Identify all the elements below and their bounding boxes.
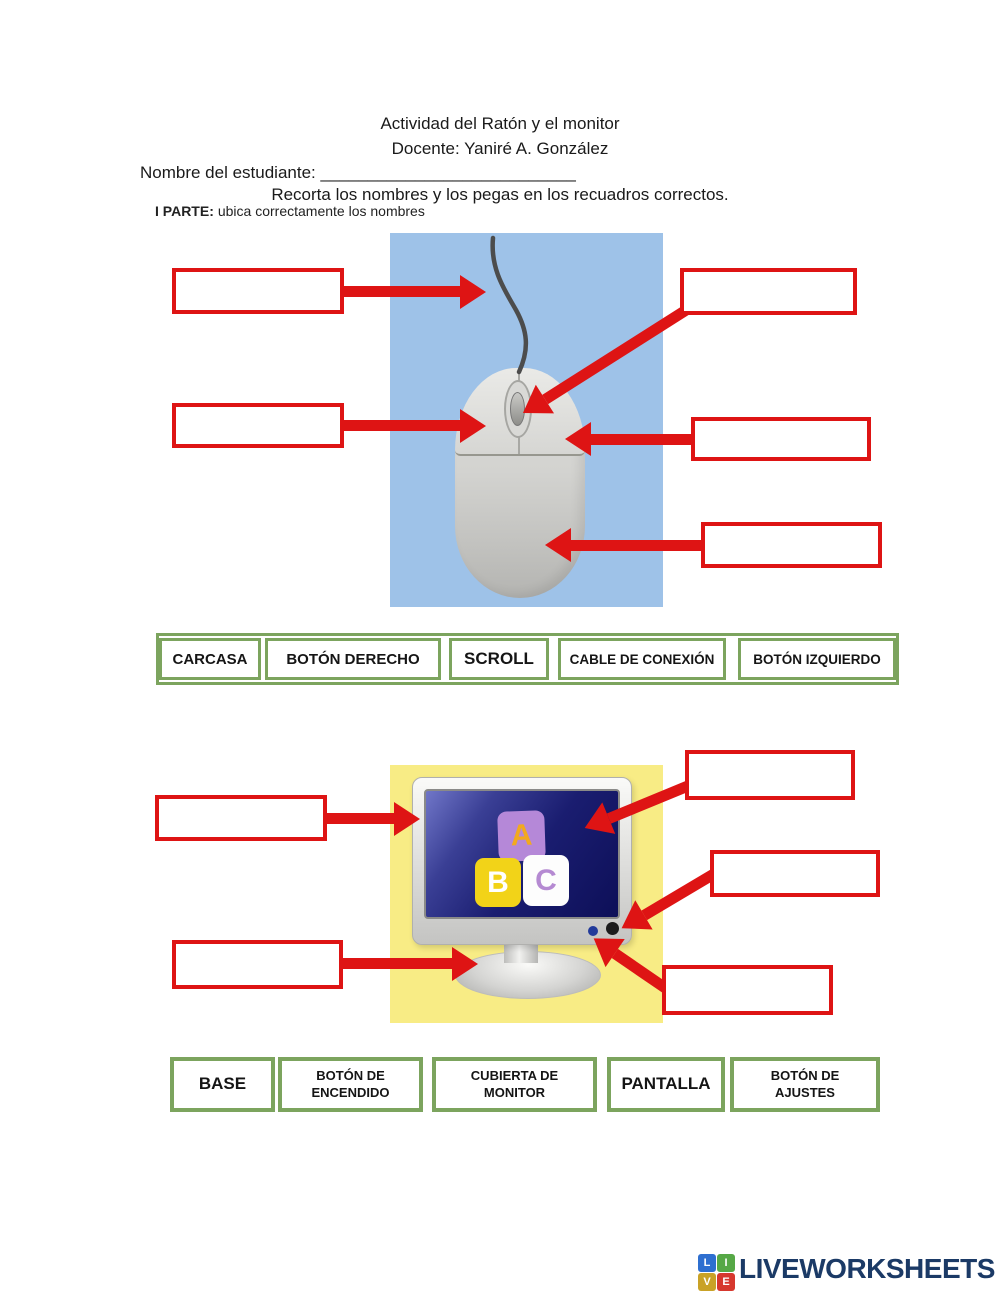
mouse-image-cable — [490, 235, 529, 375]
logo-tile-i: I — [717, 1254, 735, 1272]
arrow-to-cable — [344, 286, 460, 297]
liveworksheets-logo[interactable]: L I V E LIVEWORKSHEETS — [698, 1248, 995, 1291]
label-card-base[interactable]: BASE — [170, 1057, 275, 1112]
monitor-image-base — [455, 951, 601, 999]
student-name-label: Nombre del estudiante: — [140, 163, 316, 182]
label-card-boton-de-ajustes[interactable]: BOTÓN DE AJUSTES — [730, 1057, 880, 1112]
monitor-image-power-button — [588, 926, 598, 936]
abc-block-b: B — [475, 858, 521, 907]
answer-box-mouse-right-button[interactable] — [691, 417, 871, 461]
label-card-boton-de-encendido[interactable]: BOTÓN DE ENCENDIDO — [278, 1057, 423, 1112]
abc-block-c: C — [523, 855, 569, 906]
page-title: Actividad del Ratón y el monitor — [380, 114, 620, 133]
logo-tile-l: L — [698, 1254, 716, 1272]
answer-box-mouse-carcasa[interactable] — [701, 522, 882, 568]
answer-box-mouse-cable[interactable] — [172, 268, 344, 314]
label-card-cubierta-de-monitor[interactable]: CUBIERTA DE MONITOR — [432, 1057, 597, 1112]
arrow-to-monitor-cover — [325, 813, 394, 824]
logo-tile-e: E — [717, 1273, 735, 1291]
mouse-label-strip: CARCASA BOTÓN DERECHO SCROLL CABLE DE CO… — [156, 633, 899, 685]
label-card-boton-derecho[interactable]: BOTÓN DERECHO — [265, 638, 441, 680]
answer-box-monitor-cover[interactable] — [155, 795, 327, 841]
answer-box-monitor-base[interactable] — [172, 940, 343, 989]
instruction-line: Recorta los nombres y los pegas en los r… — [271, 185, 729, 204]
part-one-label: I PARTE: — [155, 203, 214, 219]
answer-box-mouse-left-button[interactable] — [172, 403, 344, 448]
part-one-text: ubica correctamente los nombres — [217, 203, 425, 219]
label-card-pantalla[interactable]: PANTALLA — [607, 1057, 725, 1112]
label-card-cable-de-conexion[interactable]: CABLE DE CONEXIÓN — [558, 638, 726, 680]
logo-tile-v: V — [698, 1273, 716, 1291]
label-card-scroll[interactable]: SCROLL — [449, 638, 549, 680]
student-name-blank[interactable]: ___________________________ — [320, 163, 576, 182]
liveworksheets-logo-icon: L I V E — [698, 1254, 735, 1291]
arrow-to-left-button — [344, 420, 460, 431]
arrow-to-right-button — [591, 434, 691, 445]
answer-box-mouse-scroll[interactable] — [680, 268, 857, 315]
teacher-line: Docente: Yaniré A. González — [391, 139, 609, 158]
student-name-line: Nombre del estudiante: _________________… — [140, 163, 576, 183]
arrow-to-carcasa — [571, 540, 701, 551]
monitor-image-stand — [504, 943, 538, 963]
label-card-boton-izquierdo[interactable]: BOTÓN IZQUIERDO — [738, 638, 896, 680]
arrow-to-base — [341, 958, 452, 969]
liveworksheets-logo-text: LIVEWORKSHEETS — [739, 1253, 995, 1284]
part-one-heading: I PARTE:ubica correctamente los nombres — [155, 203, 425, 219]
answer-box-monitor-screen[interactable] — [685, 750, 855, 800]
answer-box-monitor-adjust[interactable] — [710, 850, 880, 897]
label-card-carcasa[interactable]: CARCASA — [159, 638, 261, 680]
answer-box-monitor-power[interactable] — [662, 965, 833, 1015]
